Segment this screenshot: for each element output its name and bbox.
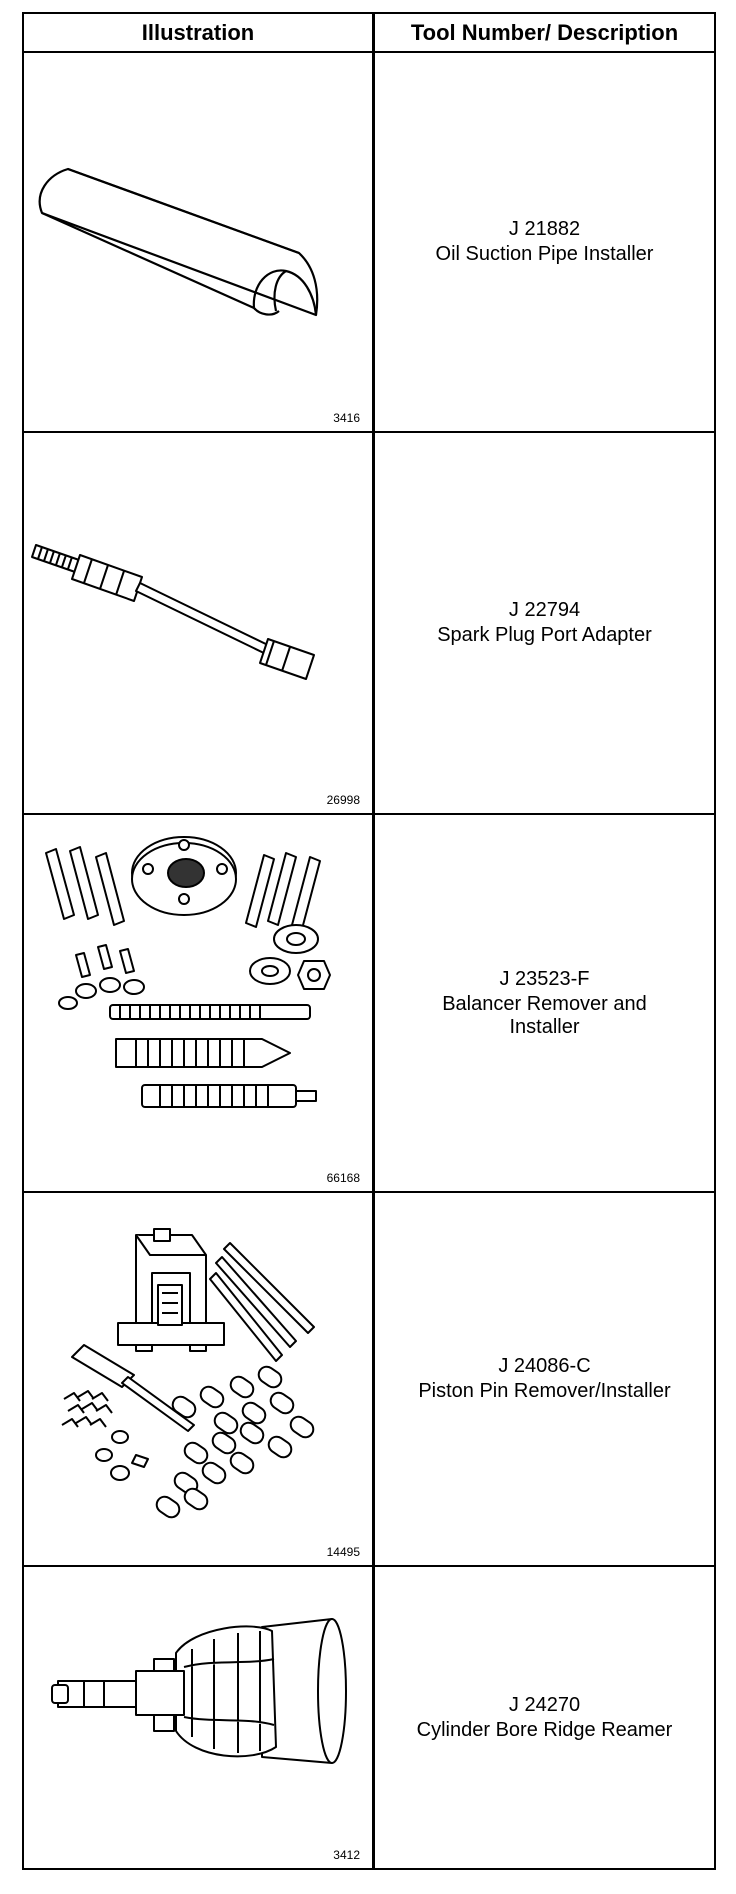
table-row: 3412 J 24270 Cylinder Bore Ridge Reamer [24, 1567, 714, 1868]
spark-plug-port-adapter-illustration: 26998 [24, 433, 372, 813]
table-row: 66168 J 23523-F Balancer Remover and Ins… [24, 815, 714, 1193]
tool-description-cell: J 24086-C Piston Pin Remover/Installer [375, 1193, 714, 1565]
tool-table: Illustration Tool Number/ Description 34… [22, 12, 716, 1870]
figure-number: 26998 [326, 793, 360, 807]
tool-description: Piston Pin Remover/Installer [418, 1380, 671, 1402]
figure-number: 66168 [326, 1171, 360, 1185]
tool-description: Cylinder Bore Ridge Reamer [416, 1718, 673, 1741]
header-tool-description: Tool Number/ Description [410, 19, 679, 45]
tool-description-cell: J 22794 Spark Plug Port Adapter [375, 433, 714, 813]
cylinder-bore-ridge-reamer-illustration: 3412 [24, 1567, 372, 1868]
tool-description-cell: J 24270 Cylinder Bore Ridge Reamer [375, 1567, 714, 1868]
tool-number: J 21882 [508, 218, 581, 240]
figure-number: 3416 [333, 411, 360, 425]
column-divider [372, 14, 375, 1868]
tool-number: J 24270 [508, 1693, 581, 1716]
balancer-remover-installer-illustration: 66168 [24, 815, 372, 1191]
table-row: 26998 J 22794 Spark Plug Port Adapter [24, 433, 714, 815]
figure-number: 14495 [326, 1545, 360, 1559]
tool-description: Oil Suction Pipe Installer [435, 243, 654, 265]
tool-number: J 22794 [508, 599, 581, 621]
tool-description-cell: J 21882 Oil Suction Pipe Installer [375, 53, 714, 431]
table-row: 3416 J 21882 Oil Suction Pipe Installer [24, 53, 714, 433]
table-row: 14495 J 24086-C Piston Pin Remover/Insta… [24, 1193, 714, 1567]
tool-number: J 24086-C [498, 1355, 591, 1377]
tool-description-cell: J 23523-F Balancer Remover and Installer [375, 815, 714, 1191]
oil-suction-pipe-installer-illustration: 3416 [24, 53, 372, 431]
header-illustration: Illustration [141, 19, 255, 45]
tool-number: J 23523-F [499, 967, 590, 990]
tool-description: Balancer Remover and Installer [442, 992, 647, 1038]
table-header: Illustration Tool Number/ Description [24, 14, 714, 53]
tool-description: Spark Plug Port Adapter [437, 624, 652, 646]
piston-pin-remover-installer-illustration: 14495 [24, 1193, 372, 1565]
figure-number: 3412 [333, 1848, 360, 1862]
